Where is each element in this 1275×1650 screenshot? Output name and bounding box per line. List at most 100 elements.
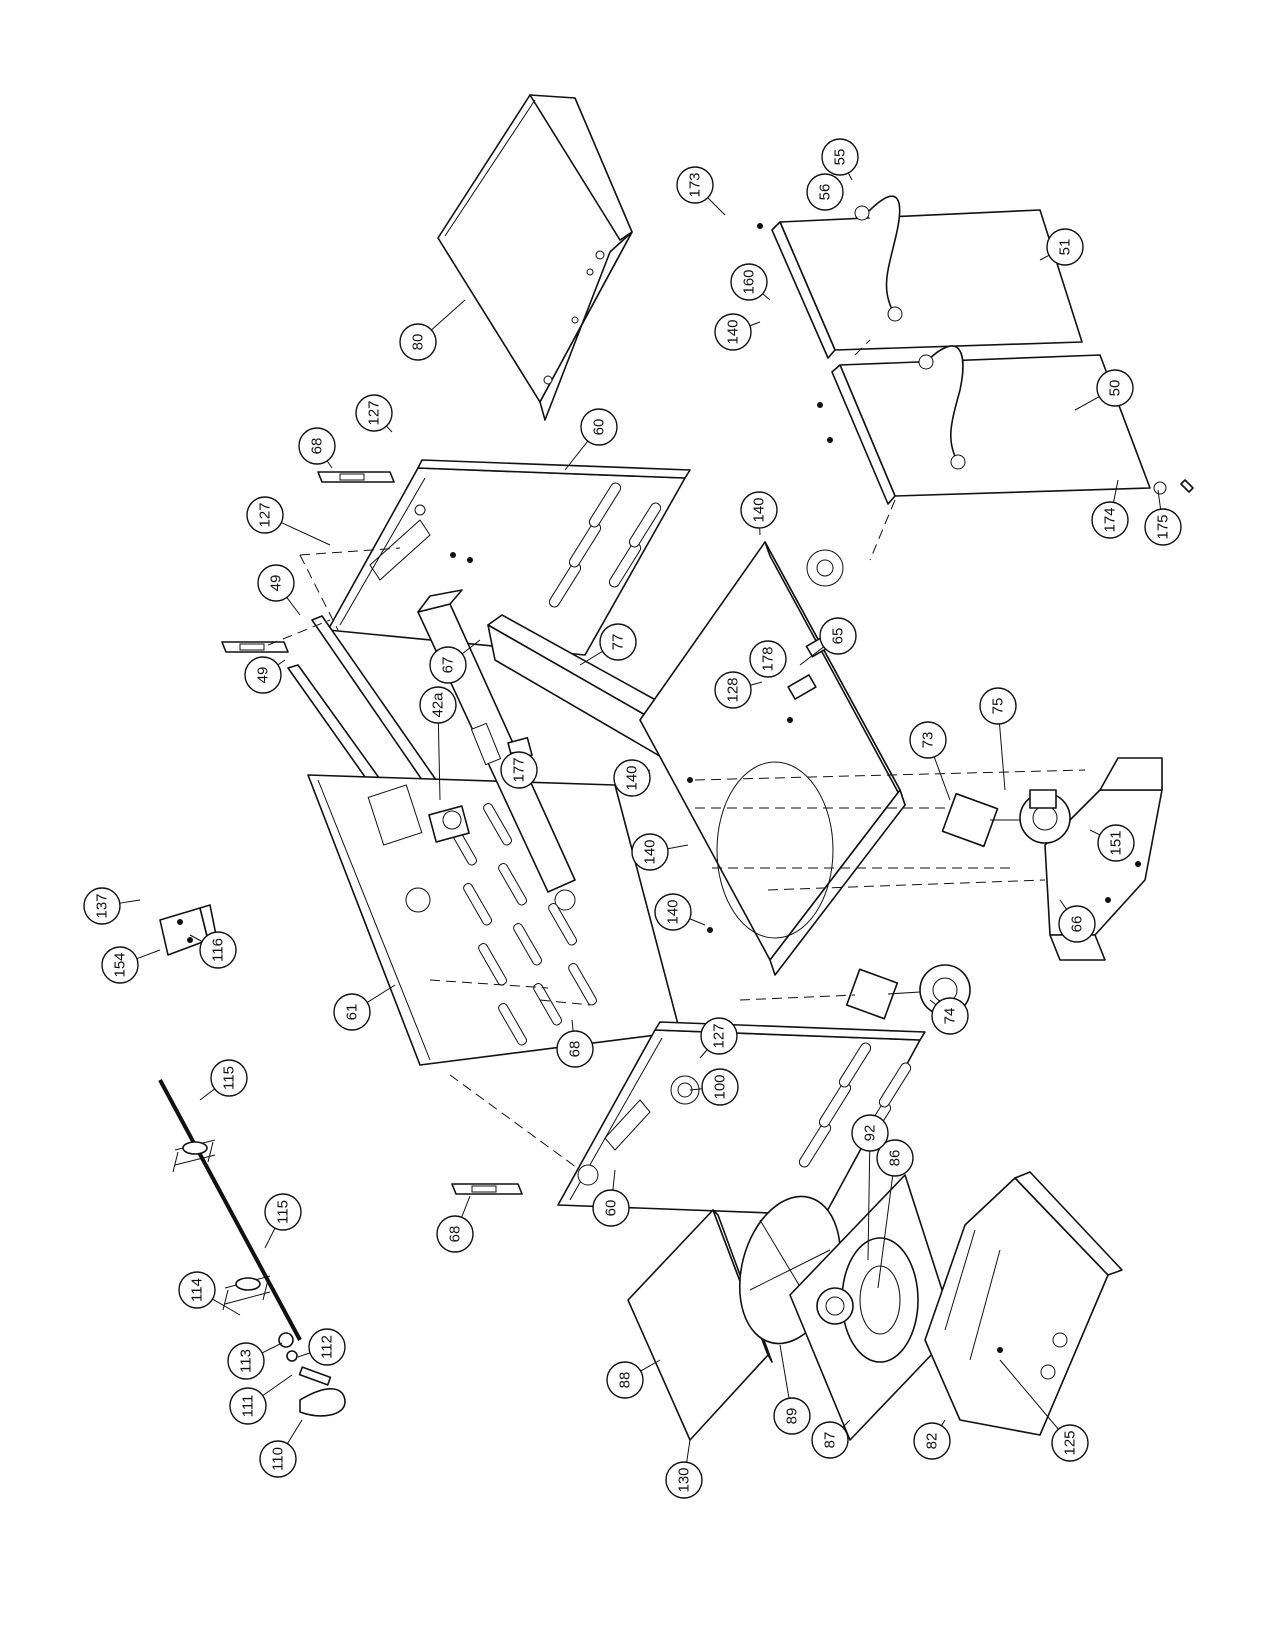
- callout-circle: [556, 1030, 594, 1068]
- callout-50: 50: [1074, 369, 1134, 411]
- callout-text: 140: [665, 899, 682, 924]
- part-116-motor-bracket: [159, 904, 217, 956]
- callout-text: 65: [830, 628, 847, 645]
- callout-text: 75: [990, 698, 1007, 715]
- callout-leader: [749, 321, 761, 327]
- part-75-caster-wheel: [1019, 789, 1071, 844]
- callout-text: 174: [1102, 507, 1119, 532]
- callout-leader: [847, 172, 853, 181]
- callout-circle: [244, 656, 282, 694]
- callout-text: 110: [270, 1447, 287, 1471]
- callout-114: 114: [178, 1271, 241, 1316]
- callout-text: 42a: [430, 692, 447, 718]
- callout-leader: [326, 460, 333, 469]
- callout-circle: [259, 1440, 297, 1478]
- callout-text: 177: [511, 757, 528, 782]
- callout-61: 61: [333, 984, 396, 1031]
- callout-100: 100: [689, 1068, 739, 1106]
- callout-leader: [571, 1019, 574, 1032]
- callout-text: 49: [255, 667, 272, 684]
- callout-leader: [877, 1175, 894, 1289]
- callout-leader: [842, 1419, 851, 1428]
- callout-circle: [851, 1114, 889, 1152]
- callout-leader: [281, 522, 331, 546]
- callout-87: 87: [811, 1419, 851, 1459]
- callout-140: 140: [654, 893, 706, 931]
- vent-slot: [498, 863, 527, 906]
- part-42a-igniter: [428, 805, 470, 843]
- callout-leader: [689, 1088, 703, 1091]
- callout-text: 89: [784, 1408, 801, 1425]
- callout-text: 140: [642, 839, 659, 864]
- callout-88: 88: [606, 1359, 661, 1399]
- callout-60: 60: [592, 1169, 630, 1227]
- callout-text: 73: [920, 732, 937, 749]
- callout-73: 73: [909, 721, 951, 801]
- callout-text: 140: [751, 497, 768, 522]
- vent-slot: [548, 903, 577, 946]
- callout-text: 175: [1155, 514, 1172, 539]
- callout-77: 77: [579, 623, 637, 666]
- callout-text: 67: [440, 657, 457, 674]
- callout-140: 140: [714, 313, 761, 351]
- part-50-side-shelf: [817, 339, 1194, 561]
- part-51-side-shelf: [757, 195, 1083, 359]
- callout-leader: [212, 1298, 241, 1316]
- callout-text: 66: [1069, 916, 1086, 933]
- callout-circle: [631, 833, 669, 871]
- callout-text: 160: [741, 269, 758, 294]
- callout-circle: [333, 993, 371, 1031]
- vent-slot: [568, 963, 597, 1006]
- callout-circle: [821, 138, 859, 176]
- callout-137: 137: [83, 887, 141, 925]
- callout-leader: [612, 1169, 616, 1191]
- callout-49: 49: [257, 564, 301, 616]
- callout-leader: [366, 984, 396, 1003]
- callout-text: 116: [210, 938, 227, 962]
- part-60-side-panel-lower: [557, 1021, 926, 1216]
- callout-66: 66: [1058, 899, 1096, 943]
- callout-circle: [355, 394, 393, 432]
- callout-68: 68: [436, 1195, 474, 1253]
- callout-110: 110: [259, 1419, 303, 1478]
- callout-116: 116: [189, 931, 237, 969]
- callout-49: 49: [244, 656, 286, 694]
- callout-text: 80: [410, 334, 427, 351]
- callout-circle: [773, 1397, 811, 1435]
- callout-leader: [640, 1359, 661, 1372]
- assembly-guide-lines: [267, 547, 1086, 1171]
- callout-text: 100: [712, 1074, 729, 1099]
- part-110-handle: [278, 1332, 346, 1417]
- callout-leader: [461, 639, 481, 655]
- callout-56: 56: [806, 173, 844, 211]
- callout-circle: [399, 323, 437, 361]
- callout-128: 128: [714, 671, 763, 709]
- part-115-forks: [172, 1139, 271, 1311]
- callout-circle: [806, 173, 844, 211]
- callout-circle: [654, 893, 692, 931]
- callout-circle: [436, 1215, 474, 1253]
- callout-text: 56: [817, 184, 834, 201]
- callout-leader: [929, 999, 937, 1006]
- callout-leader: [564, 440, 589, 471]
- callout-text: 140: [725, 319, 742, 344]
- callout-leader: [286, 597, 301, 616]
- callout-leader: [261, 1342, 283, 1354]
- callout-circle: [83, 887, 121, 925]
- callout-80: 80: [399, 299, 466, 361]
- callout-leader: [1089, 829, 1101, 836]
- callout-175: 175: [1144, 489, 1182, 546]
- callout-text: 151: [1108, 830, 1125, 855]
- callout-text: 178: [760, 646, 777, 671]
- callout-67: 67: [429, 639, 481, 684]
- vent-slot: [478, 943, 507, 986]
- callout-leader: [189, 934, 203, 942]
- callout-125: 125: [999, 1359, 1089, 1462]
- callout-174: 174: [1091, 479, 1129, 539]
- callout-circle: [613, 759, 651, 797]
- callout-127: 127: [355, 394, 393, 433]
- callout-leader: [437, 722, 441, 801]
- callout-leader: [686, 1439, 691, 1463]
- callout-text: 140: [624, 765, 641, 790]
- callout-115: 115: [199, 1059, 248, 1101]
